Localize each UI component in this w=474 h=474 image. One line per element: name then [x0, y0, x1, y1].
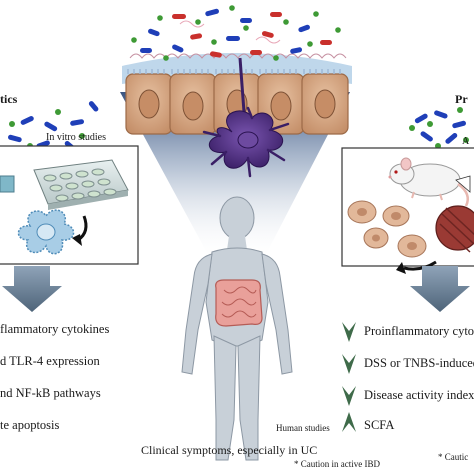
- dendritic-cell-icon: [202, 57, 290, 178]
- intestine: [215, 279, 263, 327]
- right-bacteria-cluster: [409, 107, 469, 149]
- right-down-arrow-icon: [410, 266, 470, 312]
- right-list-item: DSS or TNBS-induced: [364, 356, 474, 370]
- right-panel-letter: A: [462, 136, 470, 147]
- left-list-item: nd NF-kB pathways: [0, 386, 101, 400]
- right-list-item: Disease activity index: [364, 388, 474, 402]
- human-studies-label: Human studies: [276, 423, 330, 433]
- chevron-up-icon: [342, 412, 356, 432]
- bacteria-icon: [131, 5, 341, 61]
- right-panel-title: Pr: [455, 92, 468, 106]
- left-list-item: d TLR-4 expression: [0, 354, 100, 368]
- chevron-down-icon: [342, 322, 356, 342]
- left-list-item: te apoptosis: [0, 418, 60, 432]
- left-list-item: flammatory cytokines: [0, 322, 110, 336]
- right-curved-arrow-head: [396, 262, 406, 274]
- right-list-item: SCFA: [364, 418, 395, 432]
- in-vitro-label: In vitro studies: [46, 132, 106, 143]
- mouse-icon: [388, 157, 471, 207]
- caution-note: * Caution in active IBD: [294, 459, 380, 469]
- chevron-down-icon: [342, 386, 356, 406]
- right-curved-arrow-icon: [403, 260, 437, 271]
- tissue-cells-icon: [347, 200, 427, 258]
- left-down-arrow-icon: [2, 266, 62, 312]
- cell-culture-plate-icon: [0, 159, 129, 210]
- left-panel-title: tics: [0, 92, 18, 106]
- right-caution-note: * Cautic: [438, 452, 469, 462]
- clinical-symptoms-label: Clinical symptoms, especially in UC: [141, 443, 318, 457]
- chevron-down-icon: [342, 354, 356, 374]
- right-list-item: Proinflammatory cyto: [364, 324, 474, 338]
- curved-arrow-head: [72, 234, 82, 246]
- macrophage-cell-icon: [17, 209, 75, 255]
- colon-tissue-icon: [435, 205, 474, 253]
